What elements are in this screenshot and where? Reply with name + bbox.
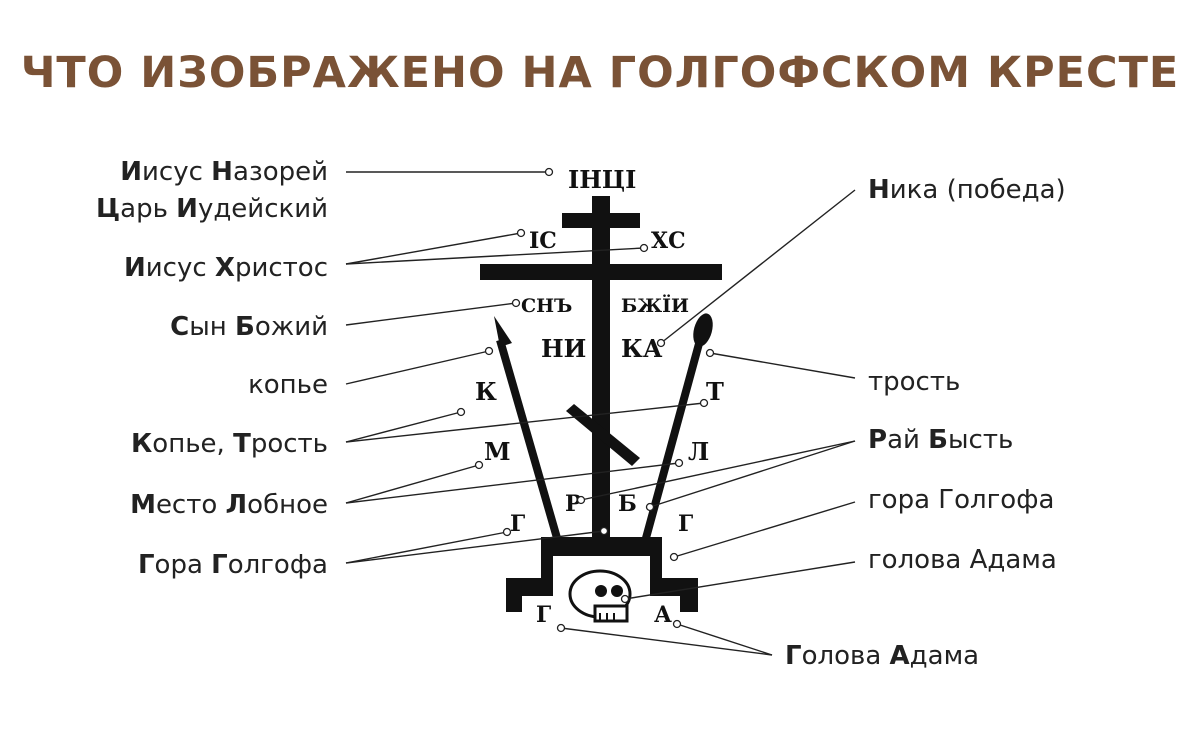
inscription-k: К — [475, 377, 497, 406]
inscription-is: ІС — [529, 228, 557, 254]
label-jesus-christ: Иисус Христос — [124, 253, 328, 283]
inscription-ka: КА — [621, 334, 663, 363]
leader-dots — [456, 167, 715, 633]
inscription-hs: ХС — [651, 228, 686, 254]
spear-tip — [494, 316, 512, 347]
inscription-r: Р — [565, 491, 582, 517]
page-title: ЧТО ИЗОБРАЖЕНО НА ГОЛГОФСКОМ КРЕСТЕ — [20, 48, 1180, 98]
cross — [480, 196, 722, 612]
label-paradise: Рай Бысть — [868, 425, 1013, 455]
inscription-snb: СНЪ — [521, 295, 572, 317]
cross-title-board — [562, 213, 640, 228]
label-son-of-god: Сын Божий — [170, 312, 328, 342]
label-place-of-skull: Место Лобное — [130, 490, 328, 520]
label-nika: Ника (победа) — [868, 175, 1066, 205]
inscription-l: Л — [688, 437, 709, 466]
spear — [494, 316, 561, 540]
label-jesus-nazarene: Иисус Назорей — [120, 157, 328, 187]
inscription-m: М — [484, 437, 511, 466]
inscription-ni: НИ — [541, 334, 586, 363]
inscription-g-bottom: Г — [536, 602, 551, 628]
sponge — [693, 313, 713, 347]
label-reed: трость — [868, 367, 960, 397]
label-spear-reed: Копье, Трость — [131, 429, 328, 459]
cross-footrest — [566, 404, 640, 466]
inscription-g-left: Г — [510, 511, 525, 537]
cross-main-beam — [480, 264, 722, 280]
cross-vertical-beam — [592, 196, 610, 541]
label-king-of-jews: Царь Иудейский — [96, 194, 328, 224]
inscription-g-right: Г — [678, 511, 693, 537]
inscription-t: Т — [706, 377, 724, 406]
label-mount-golgotha: Гора Голгофа — [138, 550, 328, 580]
inscription-inci: ІНЦІ — [568, 165, 636, 194]
golgotha-mount — [506, 537, 698, 612]
inscription-b: Б — [618, 491, 637, 517]
label-adam-head: голова Адама — [868, 545, 1057, 575]
label-spear: копье — [248, 370, 328, 400]
leader-lines — [345, 171, 856, 656]
label-adam-head-letters: Голова Адама — [785, 641, 979, 671]
skull-icon — [568, 569, 632, 623]
inscription-bzhii: БЖЇИ — [621, 294, 689, 317]
inscription-a-bottom: А — [654, 602, 672, 628]
label-mount: гора Голгофа — [868, 485, 1054, 515]
